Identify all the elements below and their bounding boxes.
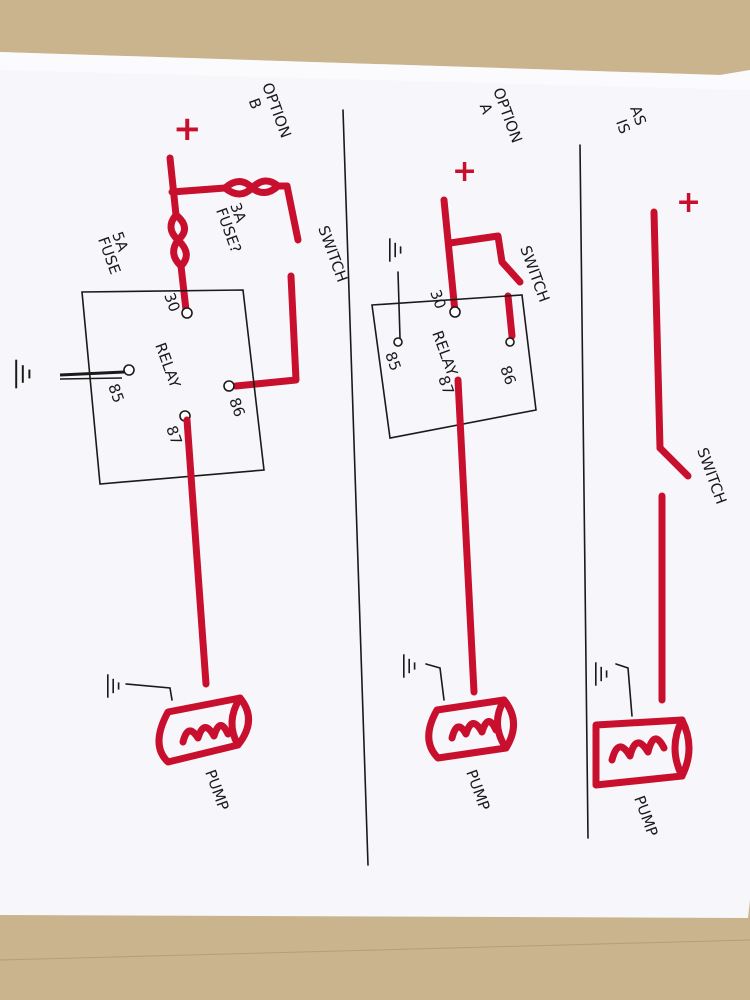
relay-box [81,289,265,485]
terminal-icon [181,307,193,319]
terminal-icon [449,306,461,318]
pump-icon [592,716,693,789]
svg-text:30: 30 [160,290,183,314]
svg-text:85: 85 [381,349,404,373]
svg-text:5A: 5A [108,229,132,254]
relay-box [371,294,537,439]
svg-text:IS: IS [612,117,634,136]
pump-icon [155,694,252,766]
switch-icon [656,444,692,480]
terminal-icon [223,380,235,392]
svg-text:3A: 3A [226,200,250,225]
svg-text:85: 85 [104,381,127,405]
positive-terminal-label: + [676,185,701,220]
paper-sheet [0,52,750,918]
terminal-icon [393,337,403,347]
as-is-title: AS IS [612,103,650,136]
terminal-icon [123,364,135,376]
switch-icon [283,182,302,244]
positive-terminal-label: + [452,154,477,189]
svg-text:86: 86 [496,363,519,387]
svg-text:AS: AS [626,103,650,128]
svg-text:87: 87 [434,373,457,397]
svg-text:87: 87 [162,423,185,447]
svg-text:30: 30 [426,287,449,311]
svg-text:86: 86 [225,395,248,419]
pump-icon [425,696,517,762]
divider-right [579,144,589,839]
divider-left [342,109,369,866]
terminal-icon [505,337,515,347]
positive-terminal-label: + [173,109,202,149]
